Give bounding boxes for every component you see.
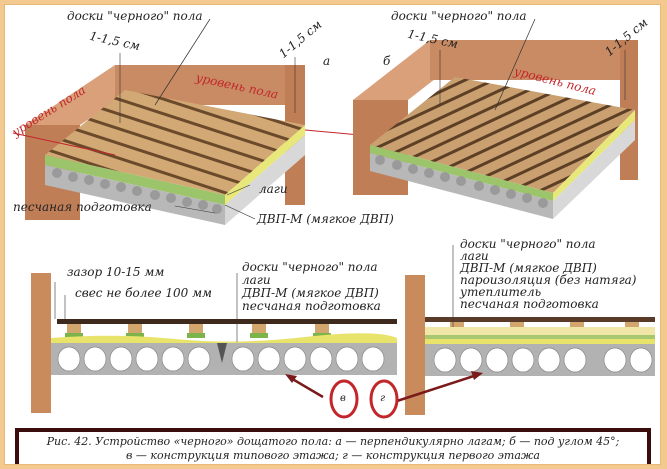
panel-g-section bbox=[405, 245, 655, 415]
label-g-layer-boards: доски "черного" пола bbox=[460, 237, 596, 251]
label-g-layer-vapor-barrier: пароизоляция (без натяга) bbox=[460, 273, 637, 287]
caption-line-1: Рис. 42. Устройство «черного» дощатого п… bbox=[46, 435, 620, 448]
panel-v-section bbox=[31, 273, 397, 413]
label-g-layer-joists: лаги bbox=[460, 249, 489, 263]
label-g-layer-sand: песчаная подготовка bbox=[460, 297, 599, 311]
label-v-layer-fiberboard: ДВП-М (мягкое ДВП) bbox=[242, 286, 379, 300]
label-v-layer-boards: доски "черного" пола bbox=[242, 260, 378, 274]
marker-v-letter: в bbox=[340, 393, 346, 404]
label-a-letter: а bbox=[323, 54, 331, 68]
figure-caption: Рис. 42. Устройство «черного» дощатого п… bbox=[15, 428, 651, 464]
marker-g-letter: г bbox=[380, 393, 386, 404]
label-a-boards: доски "черного" пола bbox=[67, 9, 203, 23]
label-v-gap: зазор 10-15 мм bbox=[67, 265, 165, 279]
label-a-fiberboard: ДВП-М (мягкое ДВП) bbox=[257, 212, 394, 226]
floor-construction-drawing bbox=[12, 18, 655, 419]
label-a-joists: лаги bbox=[259, 182, 288, 196]
panel-a-drawing bbox=[12, 18, 361, 225]
label-b-boards: доски "черного" пола bbox=[391, 9, 527, 23]
label-a-sand: песчаная подготовка bbox=[13, 200, 152, 214]
label-g-layer-insulation: утеплитель bbox=[460, 285, 542, 299]
figure-frame: доски "черного" пола 1-1,5 см 1-1,5 см а… bbox=[4, 4, 661, 465]
label-v-layer-joists: лаги bbox=[242, 273, 271, 287]
caption-line-2: в — конструкция типового этажа; г — конс… bbox=[126, 449, 540, 462]
label-v-overhang: свес не более 100 мм bbox=[75, 286, 212, 300]
panel-b-drawing bbox=[353, 18, 638, 219]
label-g-layer-fiberboard: ДВП-М (мягкое ДВП) bbox=[460, 261, 597, 275]
label-v-layer-sand: песчаная подготовка bbox=[242, 299, 381, 313]
callout-arrows bbox=[285, 371, 483, 419]
label-b-letter: б bbox=[383, 54, 391, 68]
